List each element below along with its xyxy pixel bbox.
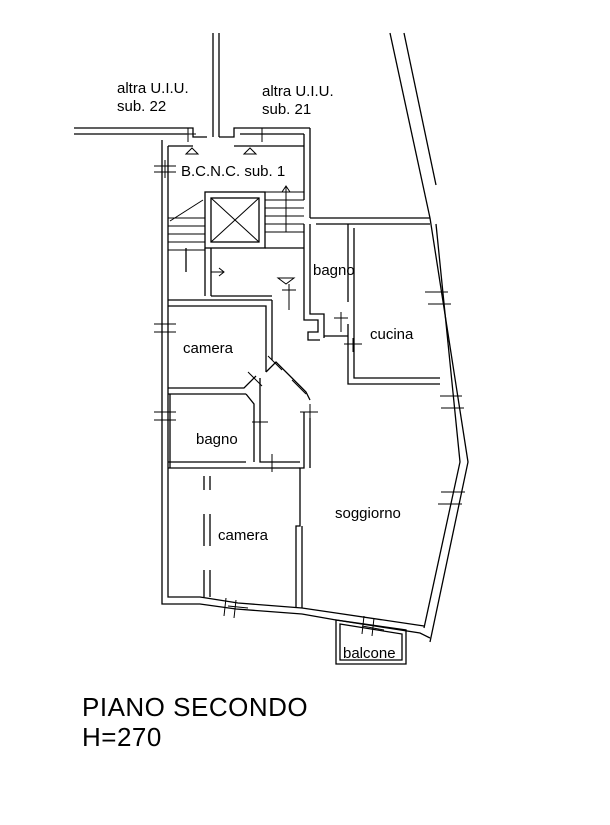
room-label-balcone: balcone <box>343 645 396 662</box>
floor-name-title: PIANO SECONDO <box>82 692 308 722</box>
interior-walls <box>168 224 440 608</box>
neighbor-label-sub-22-line2: sub. 22 <box>117 98 166 115</box>
neighbor-label-sub-21: altra U.I.U. sub. 21 <box>262 83 334 118</box>
room-label-cucina: cucina <box>370 326 414 343</box>
neighbor-label-sub-22: altra U.I.U. sub. 22 <box>117 80 189 115</box>
common-area-label: B.C.N.C. sub. 1 <box>181 163 285 180</box>
upper-walls <box>74 32 437 225</box>
room-label-camera-top: camera <box>183 340 234 357</box>
room-label-soggiorno: soggiorno <box>335 505 401 522</box>
room-label-camera-bottom: camera <box>218 527 269 544</box>
neighbor-label-sub-21-line2: sub. 21 <box>262 101 311 118</box>
room-label-bagno-top: bagno <box>313 262 355 279</box>
openings <box>154 128 465 637</box>
stair-core <box>168 145 304 297</box>
neighbor-label-sub-21-line1: altra U.I.U. <box>262 83 334 100</box>
floor-height-label: H=270 <box>82 722 162 752</box>
outer-walls <box>161 140 469 643</box>
room-label-bagno-mid: bagno <box>196 431 238 448</box>
neighbor-label-sub-22-line1: altra U.I.U. <box>117 80 189 97</box>
balcony <box>335 619 407 665</box>
